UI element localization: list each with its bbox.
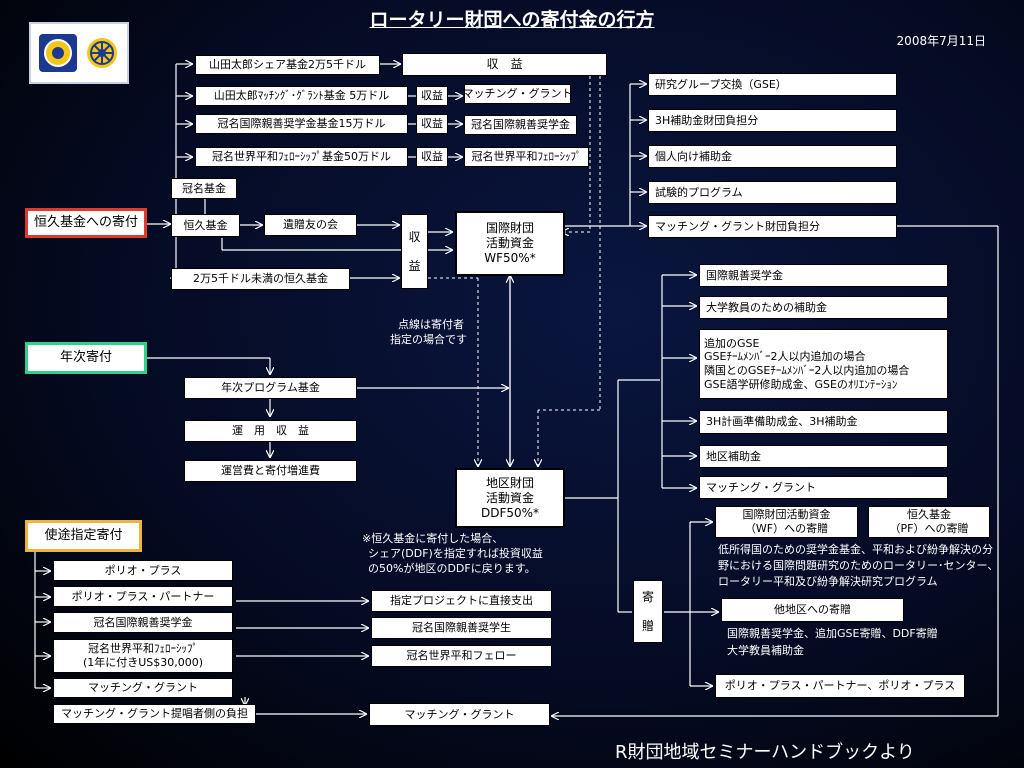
gse-extra-line3: 隣国とのGSEﾁｰﾑﾒﾝﾊﾞｰ2人以内追加の場合 <box>704 364 910 377</box>
ddf-line3: DDF50%* <box>480 505 540 520</box>
dotted-note-line1: 点線は寄付者 <box>398 318 464 331</box>
donation-to-pf-box: 恒久基金 （PF）への寄贈 <box>868 506 990 538</box>
designated-named-scholarship: 冠名国際親善奨学金 <box>53 612 233 633</box>
earnings-char-1: 収 <box>408 229 421 244</box>
named-fund-box: 冠名基金 <box>171 178 237 199</box>
donation-char-2: 贈 <box>641 618 654 633</box>
yamada-matching-fund: 山田太郎ﾏｯﾁﾝｸﾞ･ｸﾞﾗﾝﾄ基金 5万ドル <box>195 86 408 106</box>
gse-extra-line1: 追加のGSE <box>704 336 760 350</box>
earnings-vertical-box: 収 益 <box>401 214 428 289</box>
dotted-note: 点線は寄付者 指定の場合です <box>390 318 467 348</box>
earnings-main-box: 収 益 <box>402 53 607 76</box>
endowment-note-line1: ※恒久基金に寄付した場合、 <box>362 532 504 545</box>
ddf-line2: 活動資金 <box>485 490 534 505</box>
matching-outcome-box: マッチング・グラント <box>369 703 550 726</box>
named-scholarship-fund: 冠名国際親善奨学金基金15万ドル <box>195 114 408 134</box>
district-fund-box: 地区財団 活動資金 DDF50%* <box>455 468 565 528</box>
yamada-share-fund: 山田太郎シェア基金2万5千ドル <box>195 55 380 75</box>
to-wf-line1: 国際財団活動資金 <box>742 508 831 522</box>
donation-char-1: 寄 <box>641 589 654 604</box>
ddf-use-gse-extra: 追加のGSE GSEﾁｰﾑﾒﾝﾊﾞｰ2人以内追加の場合 隣国とのGSEﾁｰﾑﾒﾝ… <box>699 329 948 399</box>
matching-grant-program: マッチング・グラント <box>463 84 573 104</box>
wf-pf-note-line1: 低所得国のための奨学金基金、平和および紛争解決の分 <box>718 543 993 556</box>
donation-vertical-box: 寄 贈 <box>633 580 663 643</box>
other-district-note-line2: 大学教員補助金 <box>727 643 804 657</box>
wf-use-matching: マッチング・グラント財団負担分 <box>648 215 897 238</box>
endowment-box: 恒久基金 <box>171 214 240 237</box>
wf-line3: WF50%* <box>484 251 536 265</box>
wf-pf-note: 低所得国のための奨学金基金、平和および紛争解決の分 野における国際問題研究のため… <box>718 542 998 590</box>
dotted-note-line2: 指定の場合です <box>390 332 467 346</box>
named-fellow-box: 冠名世界平和フェロー <box>371 645 552 667</box>
donation-to-wf-box: 国際財団活動資金 （WF）への寄贈 <box>715 506 858 538</box>
designated-matching: マッチング・グラント <box>53 678 233 698</box>
ddf-line1: 地区財団 <box>485 475 534 490</box>
designated-matching-proposer: マッチング・グラント提唱者側の負担 <box>53 704 256 724</box>
endowment-note: ※恒久基金に寄付した場合、 シェア(DDF)を指定すれば投資収益 の50%が地区… <box>362 532 543 577</box>
other-district-note-line1: 国際親善奨学金、追加GSE寄贈、DDF寄贈 <box>727 627 938 640</box>
rotary-wheel-logo <box>83 34 121 72</box>
direct-project-box: 指定プロジェクトに直接支出 <box>371 590 552 612</box>
page-title: ロータリー財団への寄付金の行方 <box>369 9 655 31</box>
wf-line1: 国際財団 <box>485 221 534 235</box>
earnings-char-2: 益 <box>408 258 421 273</box>
endowment-note-line3: の50%が地区のDDFに戻ります。 <box>368 561 536 575</box>
other-district-box: 他地区への寄贈 <box>721 598 904 622</box>
endowment-gift-box: 恒久基金への寄付 <box>25 208 147 238</box>
under-25k-endowment-box: 2万5千ドル未満の恒久基金 <box>171 268 350 290</box>
wf-pf-note-line2: 野における国際問題研究のためのロータリー･センター、 <box>718 558 999 572</box>
annual-giving-box: 年次寄付 <box>25 342 147 374</box>
earnings-label-1: 収益 <box>416 86 448 106</box>
designated-named-peace: 冠名世界平和ﾌｪﾛｰｼｯﾌﾟ (1年に付きUS$30,000) <box>53 639 233 673</box>
date-label: 2008年7月11日 <box>896 34 986 48</box>
designated-polio-plus: ポリオ・プラス <box>53 560 233 581</box>
named-peace-fund: 冠名世界平和ﾌｪﾛｰｼｯﾌﾟ基金50万ドル <box>195 147 408 167</box>
ddf-use-3h-planning: 3H計画準備助成金、3H補助金 <box>699 410 948 434</box>
wf-use-individual: 個人向け補助金 <box>648 145 897 168</box>
endowment-note-line2: シェア(DDF)を指定すれば投資収益 <box>368 546 543 560</box>
named-peace-program: 冠名世界平和ﾌｪﾛｰｼｯﾌﾟ <box>464 147 589 167</box>
gse-extra-line4: GSE語学研修助成金、GSEのｵﾘｴﾝﾃｰｼｮﾝ <box>704 377 898 391</box>
earnings-label-3: 収益 <box>416 147 448 167</box>
to-pf-line1: 恒久基金 <box>907 508 951 522</box>
ddf-use-scholarship: 国際親善奨学金 <box>699 264 948 287</box>
operations-box: 運営費と寄付増進費 <box>184 460 357 482</box>
wf-pf-note-line3: ロータリー平和及び紛争解決研究プログラム <box>718 574 938 588</box>
logo-panel <box>29 22 129 84</box>
investment-earnings-box: 運 用 収 益 <box>184 420 357 442</box>
source-footer: R財団地域セミナーハンドブックより <box>615 742 915 763</box>
earnings-label-2: 収益 <box>416 114 448 134</box>
ddf-use-district-grant: 地区補助金 <box>699 445 948 468</box>
other-district-note: 国際親善奨学金、追加GSE寄贈、DDF寄贈 大学教員補助金 <box>727 626 938 659</box>
named-scholar-box: 冠名国際親善奨学生 <box>371 617 552 639</box>
ddf-use-faculty: 大学教員のための補助金 <box>699 296 948 319</box>
bequest-society-box: 遺贈友の会 <box>264 214 357 236</box>
rotary-foundation-logo <box>39 34 77 72</box>
named-scholarship-program: 冠名国際親善奨学金 <box>464 115 577 135</box>
named-peace-line2: (1年に付きUS$30,000) <box>82 656 204 669</box>
to-pf-line2: （PF）への寄贈 <box>889 522 969 535</box>
polio-donation-box: ポリオ・プラス・パートナー、ポリオ・プラス <box>715 674 965 698</box>
wf-use-3h: 3H補助金財団負担分 <box>648 109 897 132</box>
wf-use-gse: 研究グループ交換（GSE） <box>648 73 897 96</box>
gse-extra-line2: GSEﾁｰﾑﾒﾝﾊﾞｰ2人以内追加の場合 <box>704 350 866 364</box>
world-fund-box: 国際財団 活動資金 WF50%* <box>455 211 565 276</box>
designated-gifts-box: 使途指定寄付 <box>25 520 142 552</box>
ddf-use-matching: マッチング・グラント <box>699 476 948 499</box>
annual-program-fund-box: 年次プログラム基金 <box>184 377 357 399</box>
wf-line2: 活動資金 <box>485 236 534 250</box>
named-peace-line1: 冠名世界平和ﾌｪﾛｰｼｯﾌﾟ <box>88 642 198 656</box>
to-wf-line2: （WF）への寄贈 <box>744 522 829 535</box>
wf-use-pilot: 試験的プログラム <box>648 181 897 204</box>
designated-polio-partner: ポリオ・プラス・パートナー <box>53 586 233 607</box>
